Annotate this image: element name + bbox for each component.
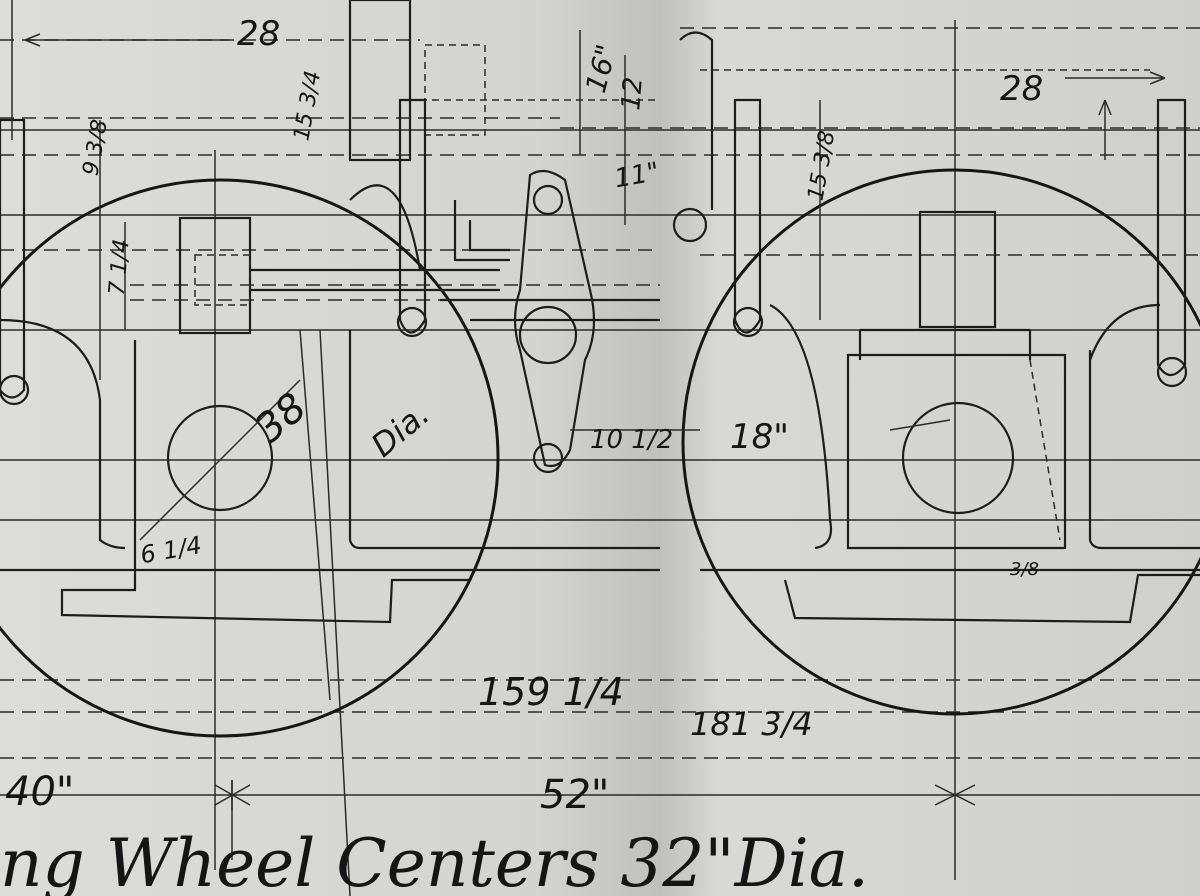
dim-52: 52" — [540, 772, 609, 818]
right-wheel — [681, 168, 1200, 716]
dim-7-1-4: 7 1/4 — [105, 238, 135, 296]
truck-frame — [0, 210, 1200, 624]
dim-16: 16" — [579, 41, 623, 96]
dim-15-3-8: 15 3/8 — [804, 129, 841, 203]
dim-9-3-8: 9 3/8 — [79, 118, 113, 178]
dim-159-1-4: 159 1/4 — [478, 670, 624, 714]
dim-181-3-4: 181 3/4 — [690, 705, 813, 743]
dim-18: 18" — [730, 417, 789, 457]
dashed-lines — [0, 27, 1200, 759]
dim-dia: Dia. — [364, 395, 437, 465]
left-wheel — [0, 178, 500, 738]
dimension-labels: 28 28 16" 12 11" 15 3/4 9 3/8 7 1/4 38 D… — [5, 14, 1043, 818]
dim-10-1-2: 10 1/2 — [590, 425, 673, 455]
dim-11: 11" — [612, 157, 662, 194]
center-linkage — [0, 0, 1188, 474]
drawing-title: ng Wheel Centers 32"Dia. — [0, 825, 869, 896]
dim-15-3-4-top: 15 3/4 — [289, 69, 326, 143]
dim-6-1-4: 6 1/4 — [138, 531, 203, 569]
dim-28-left: 28 — [237, 14, 280, 54]
dim-12: 12 — [616, 76, 649, 112]
dimension-arrows — [24, 30, 1166, 810]
dim-3-8: 3/8 — [1010, 559, 1039, 580]
dim-40: 40" — [5, 769, 74, 815]
dim-28-right: 28 — [1000, 69, 1043, 109]
